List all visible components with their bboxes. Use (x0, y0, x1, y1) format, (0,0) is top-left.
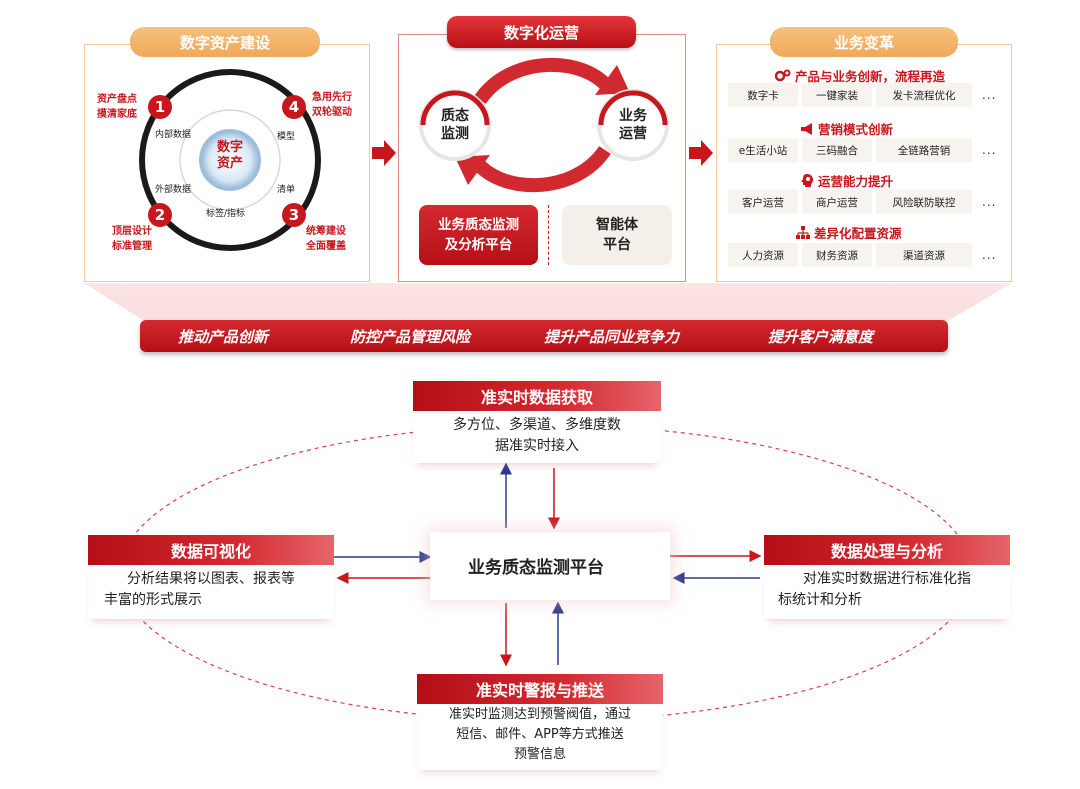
ring-label-internal: 内部数据 (155, 130, 192, 140)
step-3-label: 统筹建设 全面覆盖 (306, 226, 346, 252)
card-left-body: 分析结果将以图表、报表等 丰富的形式展示 (88, 565, 334, 619)
card-top-body: 多方位、多渠道、多维度数 据准实时接入 (413, 411, 661, 463)
ops-node-business: 业务 运营 (619, 108, 647, 142)
step-4-label: 急用先行 双轮驱动 (312, 92, 352, 118)
head-gear-icon (801, 174, 813, 187)
cycle-center-panel (430, 532, 670, 600)
change-cell: 数字卡 (728, 83, 798, 107)
ring-label-model: 模型 (277, 132, 296, 142)
ring-label-list: 清单 (277, 185, 296, 195)
change-more: ... (982, 88, 997, 102)
step-1-label: 资产盘点 摸清家底 (97, 94, 137, 120)
ring-label-tags: 标签/指标 (206, 209, 246, 219)
step-4-badge: 4 (282, 95, 306, 119)
ops-platform-monitor: 业务质态监测 及分析平台 (419, 205, 538, 265)
card-right-title: 数据处理与分析 (764, 535, 1010, 565)
ops-divider (548, 205, 549, 265)
change-cell: 发卡流程优化 (876, 83, 972, 107)
ring-label-external: 外部数据 (155, 185, 192, 195)
change-cell: e生活小站 (728, 138, 798, 162)
change-more: ... (982, 143, 997, 157)
goal-item: 提升产品同业竞争力 (544, 328, 680, 346)
asset-title: 数字资产建设 (130, 27, 320, 57)
arrow-right-icon (372, 140, 396, 166)
hierarchy-icon (796, 226, 810, 239)
change-cell: 客户运营 (728, 190, 798, 214)
card-bottom-body: 准实时监测达到预警阀值，通过 短信、邮件、APP等方式推送 预警信息 (417, 704, 663, 770)
change-cell: 三码融合 (802, 138, 872, 162)
change-section-4-head: 差异化配置资源 (796, 223, 902, 242)
asset-center-label: 数字资产 (216, 140, 243, 171)
change-cell: 全链路营销 (876, 138, 972, 162)
step-1-badge: 1 (148, 95, 172, 119)
funnel-shade (84, 283, 1012, 321)
change-section-3-head: 运营能力提升 (800, 171, 893, 190)
change-section-2-head: 营销模式创新 (800, 119, 893, 138)
change-cell: 风险联防联控 (876, 190, 972, 214)
goal-item: 提升客户满意度 (768, 328, 874, 346)
arrow-right-icon (689, 140, 713, 166)
card-left-title: 数据可视化 (88, 535, 334, 565)
gears-icon (775, 69, 791, 81)
card-bottom-title: 准实时警报与推送 (417, 674, 663, 704)
step-2-label: 顶层设计 标准管理 (112, 226, 152, 252)
step-2-badge: 2 (148, 203, 172, 227)
step-3-badge: 3 (282, 203, 306, 227)
change-cell: 财务资源 (802, 243, 872, 267)
ops-title: 数字化运营 (447, 16, 636, 48)
change-section-1-head: 产品与业务创新，流程再造 (775, 66, 945, 85)
change-cell: 商户运营 (802, 190, 872, 214)
card-right-body: 对准实时数据进行标准化指 标统计和分析 (764, 565, 1010, 619)
goal-item: 推动产品创新 (178, 328, 269, 346)
megaphone-icon (801, 122, 812, 135)
goals-banner: 推动产品创新 防控产品管理风险 提升产品同业竞争力 提升客户满意度 (140, 320, 948, 352)
asset-ring-diagram (139, 69, 321, 251)
ops-platform-agent: 智能体 平台 (562, 205, 672, 265)
change-cell: 一键家装 (802, 83, 872, 107)
card-top-title: 准实时数据获取 (413, 381, 661, 411)
change-more: ... (982, 195, 997, 209)
goal-item: 防控产品管理风险 (350, 328, 471, 346)
change-cell: 人力资源 (728, 243, 798, 267)
change-cell: 渠道资源 (876, 243, 972, 267)
cycle-center-title: 业务质态监测平台 (468, 558, 604, 578)
change-title: 业务变革 (770, 27, 958, 57)
ops-cycle-diagram (419, 58, 669, 192)
ops-node-quality: 质态 监测 (441, 108, 469, 142)
change-more: ... (982, 248, 997, 262)
